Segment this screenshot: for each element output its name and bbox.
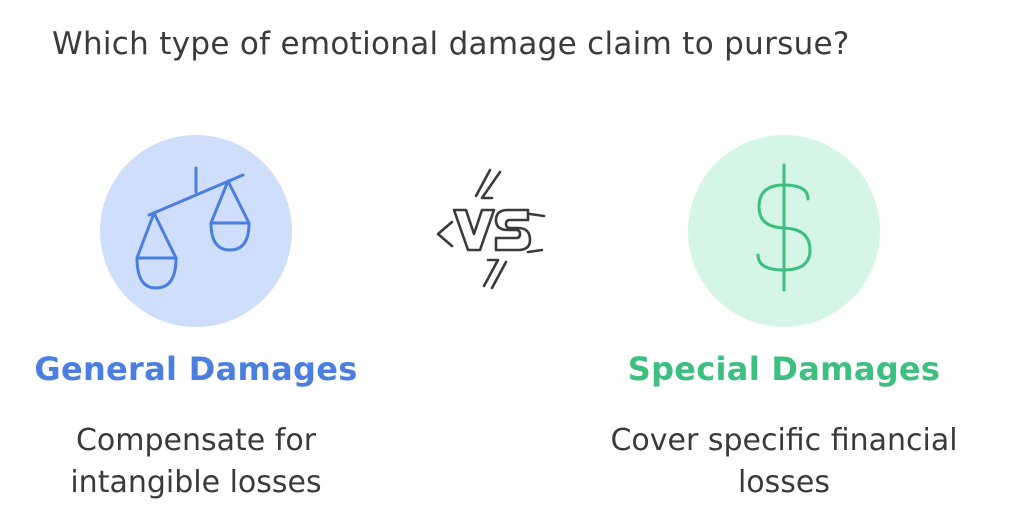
option-description: Compensate for intangible losses	[6, 420, 386, 504]
page-title: Which type of emotional damage claim to …	[52, 26, 850, 62]
icon-circle	[100, 135, 292, 327]
option-heading: Special Damages	[627, 350, 941, 388]
option-special-damages: Special Damages Cover specific financial…	[594, 0, 974, 523]
option-heading: General Damages	[34, 350, 358, 388]
option-description: Cover specific financial losses	[594, 420, 974, 504]
description-line: Compensate for	[75, 423, 317, 458]
balance-scale-icon	[135, 166, 251, 290]
description-line: Cover specific financial	[610, 423, 958, 458]
description-line: intangible losses	[70, 465, 322, 500]
icon-circle	[688, 135, 880, 327]
vs-icon	[436, 168, 546, 290]
vs-separator	[432, 168, 550, 290]
option-general-damages: General Damages Compensate for intangibl…	[6, 0, 386, 523]
dollar-sign-icon	[756, 163, 812, 292]
description-line: losses	[737, 465, 831, 500]
